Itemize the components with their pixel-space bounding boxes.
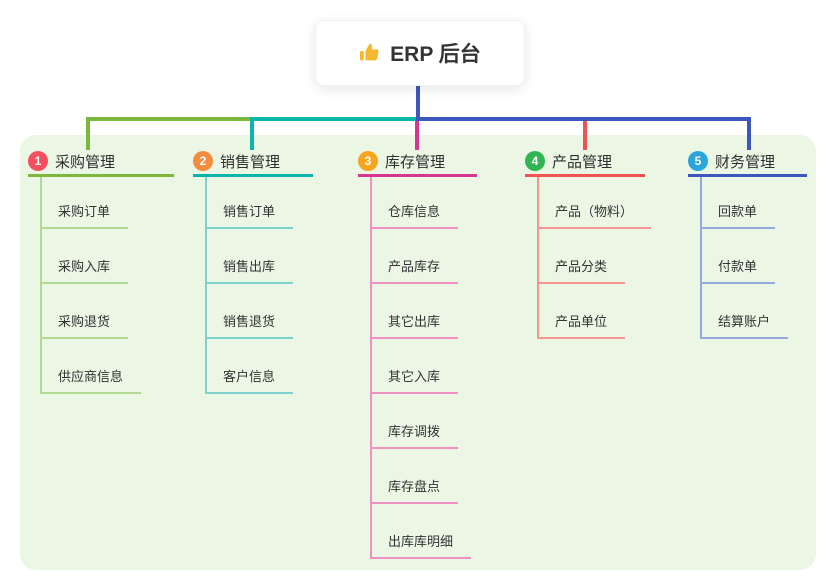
branch-children-2: 销售订单销售出库销售退货客户信息 bbox=[205, 177, 294, 394]
branch-number-badge: 1 bbox=[28, 151, 48, 171]
branch-node-4[interactable]: 4 产品管理 bbox=[525, 148, 645, 177]
child-node[interactable]: 销售订单 bbox=[207, 177, 294, 229]
connector-branch-stub-4 bbox=[583, 121, 587, 150]
branch-node-label: 产品管理 bbox=[552, 153, 613, 171]
child-node[interactable]: 仓库信息 bbox=[372, 177, 459, 229]
branch-node-1[interactable]: 1 采购管理 bbox=[28, 148, 174, 177]
branch-node-2[interactable]: 2 销售管理 bbox=[193, 148, 313, 177]
branch-number-badge: 4 bbox=[525, 151, 545, 171]
child-node[interactable]: 销售出库 bbox=[207, 229, 294, 284]
root-node[interactable]: ERP 后台 bbox=[315, 20, 525, 86]
child-node[interactable]: 供应商信息 bbox=[42, 339, 142, 394]
branch-children-5: 回款单付款单结算账户 bbox=[700, 177, 789, 339]
child-node[interactable]: 其它入库 bbox=[372, 339, 459, 394]
child-node[interactable]: 产品库存 bbox=[372, 229, 459, 284]
child-node[interactable]: 客户信息 bbox=[207, 339, 294, 394]
connector-bus-left bbox=[86, 117, 252, 121]
child-node[interactable]: 采购退货 bbox=[42, 284, 129, 339]
branch-children-4: 产品（物料）产品分类产品单位 bbox=[537, 177, 652, 339]
child-node[interactable]: 产品（物料） bbox=[539, 177, 652, 229]
branch-number-badge: 5 bbox=[688, 151, 708, 171]
connector-trunk bbox=[416, 84, 420, 119]
child-node[interactable]: 结算账户 bbox=[702, 284, 789, 339]
child-node[interactable]: 产品分类 bbox=[539, 229, 626, 284]
root-node-label: ERP 后台 bbox=[390, 43, 481, 66]
child-node[interactable]: 出库库明细 bbox=[372, 504, 472, 559]
connector-bus-middle bbox=[250, 117, 418, 121]
branch-node-label: 销售管理 bbox=[220, 153, 281, 171]
branch-number-badge: 2 bbox=[193, 151, 213, 171]
branch-node-label: 库存管理 bbox=[385, 153, 446, 171]
child-node[interactable]: 回款单 bbox=[702, 177, 776, 229]
branch-node-3[interactable]: 3 库存管理 bbox=[358, 148, 477, 177]
child-node[interactable]: 产品单位 bbox=[539, 284, 626, 339]
connector-branch-stub-3 bbox=[415, 121, 419, 150]
branch-node-label: 财务管理 bbox=[715, 153, 776, 171]
connector-branch-stub-2 bbox=[250, 117, 254, 150]
connector-bus-right bbox=[416, 117, 751, 121]
child-node[interactable]: 其它出库 bbox=[372, 284, 459, 339]
branch-children-1: 采购订单采购入库采购退货供应商信息 bbox=[40, 177, 142, 394]
child-node[interactable]: 库存盘点 bbox=[372, 449, 459, 504]
mindmap-panel bbox=[20, 135, 816, 570]
child-node[interactable]: 销售退货 bbox=[207, 284, 294, 339]
child-node[interactable]: 采购入库 bbox=[42, 229, 129, 284]
child-node[interactable]: 库存调拨 bbox=[372, 394, 459, 449]
branch-children-3: 仓库信息产品库存其它出库其它入库库存调拨库存盘点出库库明细 bbox=[370, 177, 472, 559]
child-node[interactable]: 采购订单 bbox=[42, 177, 129, 229]
branch-number-badge: 3 bbox=[358, 151, 378, 171]
connector-branch-stub-1 bbox=[86, 117, 90, 150]
child-node[interactable]: 付款单 bbox=[702, 229, 776, 284]
branch-node-5[interactable]: 5 财务管理 bbox=[688, 148, 807, 177]
thumbs-up-icon bbox=[359, 42, 381, 64]
connector-branch-stub-5 bbox=[747, 117, 751, 150]
branch-node-label: 采购管理 bbox=[55, 153, 116, 171]
